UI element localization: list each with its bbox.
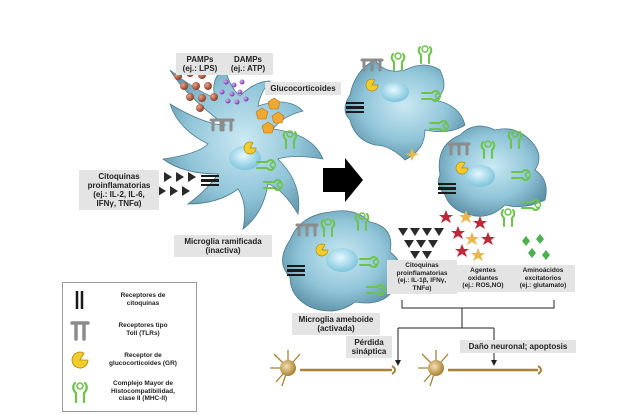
legend-box: Receptores de citoquinas Receptores tipo…: [62, 282, 197, 412]
incoming-cytokines: [158, 172, 196, 196]
output-cytokines: [398, 228, 444, 259]
toll-receptor-icon: [70, 321, 90, 341]
oxidant-stars: [439, 210, 495, 261]
output-cytokines-label: Citoquinas proinflamatorias (ej.: IL-1β,…: [387, 260, 457, 294]
incoming-cytokines-label: Citoquinas proinflamatorias (ej.: IL-2, …: [79, 170, 159, 210]
ameboid-microglia-label: Microglia ameboide (activada): [292, 313, 380, 335]
glutamate-molecules: [522, 234, 550, 260]
neuron-right: [418, 350, 542, 387]
oxidants-label: Agentes oxidantes (ej.: ROS,NO): [455, 265, 511, 292]
output-bracket: [395, 300, 555, 366]
damps-label: DAMPs (ej.: ATP): [223, 53, 273, 75]
neuronal-damage-label: Daño neuronal; apoptosis: [460, 340, 576, 353]
legend-text: Receptores de citoquinas: [120, 292, 166, 307]
microglia-ramified-cell: [161, 67, 324, 230]
cytokine-receptor-icon: [75, 291, 84, 309]
legend-item-cytokine-receptor: Receptores de citoquinas: [63, 287, 196, 315]
synaptic-loss-label: Pérdida sináptica: [346, 336, 392, 358]
activation-arrow: [323, 158, 363, 202]
legend-item-gr: Receptor de glucocorticoides (GR): [63, 347, 196, 375]
microglia-ameboid-cell: [282, 210, 402, 312]
glucocorticoids-label: Glucocorticoides: [265, 82, 341, 95]
legend-text: Receptor de glucocorticoides (GR): [109, 352, 177, 367]
neuron-left: [270, 350, 396, 387]
pamps-label: PAMPs (ej.: LPS): [176, 53, 224, 75]
damps-particles: [219, 79, 249, 105]
legend-item-toll-receptor: Receptores tipo Toll (TLRs): [63, 317, 196, 345]
excitatory-aa-label: Aminoácidos excitatorios (ej.: glutamato…: [511, 265, 575, 292]
glucocorticoid-receptor-icon: [71, 351, 89, 369]
floating-particle: [405, 148, 419, 161]
pamps-particles: [174, 69, 218, 112]
glucocorticoid-molecules: [255, 97, 285, 134]
legend-text: Complejo Mayor de Histocompatibilidad, c…: [111, 380, 175, 402]
legend-item-mhc-ii: Complejo Mayor de Histocompatibilidad, c…: [63, 377, 196, 409]
legend-text: Receptores tipo Toll (TLRs): [118, 322, 168, 337]
ramified-microglia-label: Microglia ramificada (inactiva): [174, 235, 272, 257]
mhc-ii-icon: [72, 381, 88, 403]
